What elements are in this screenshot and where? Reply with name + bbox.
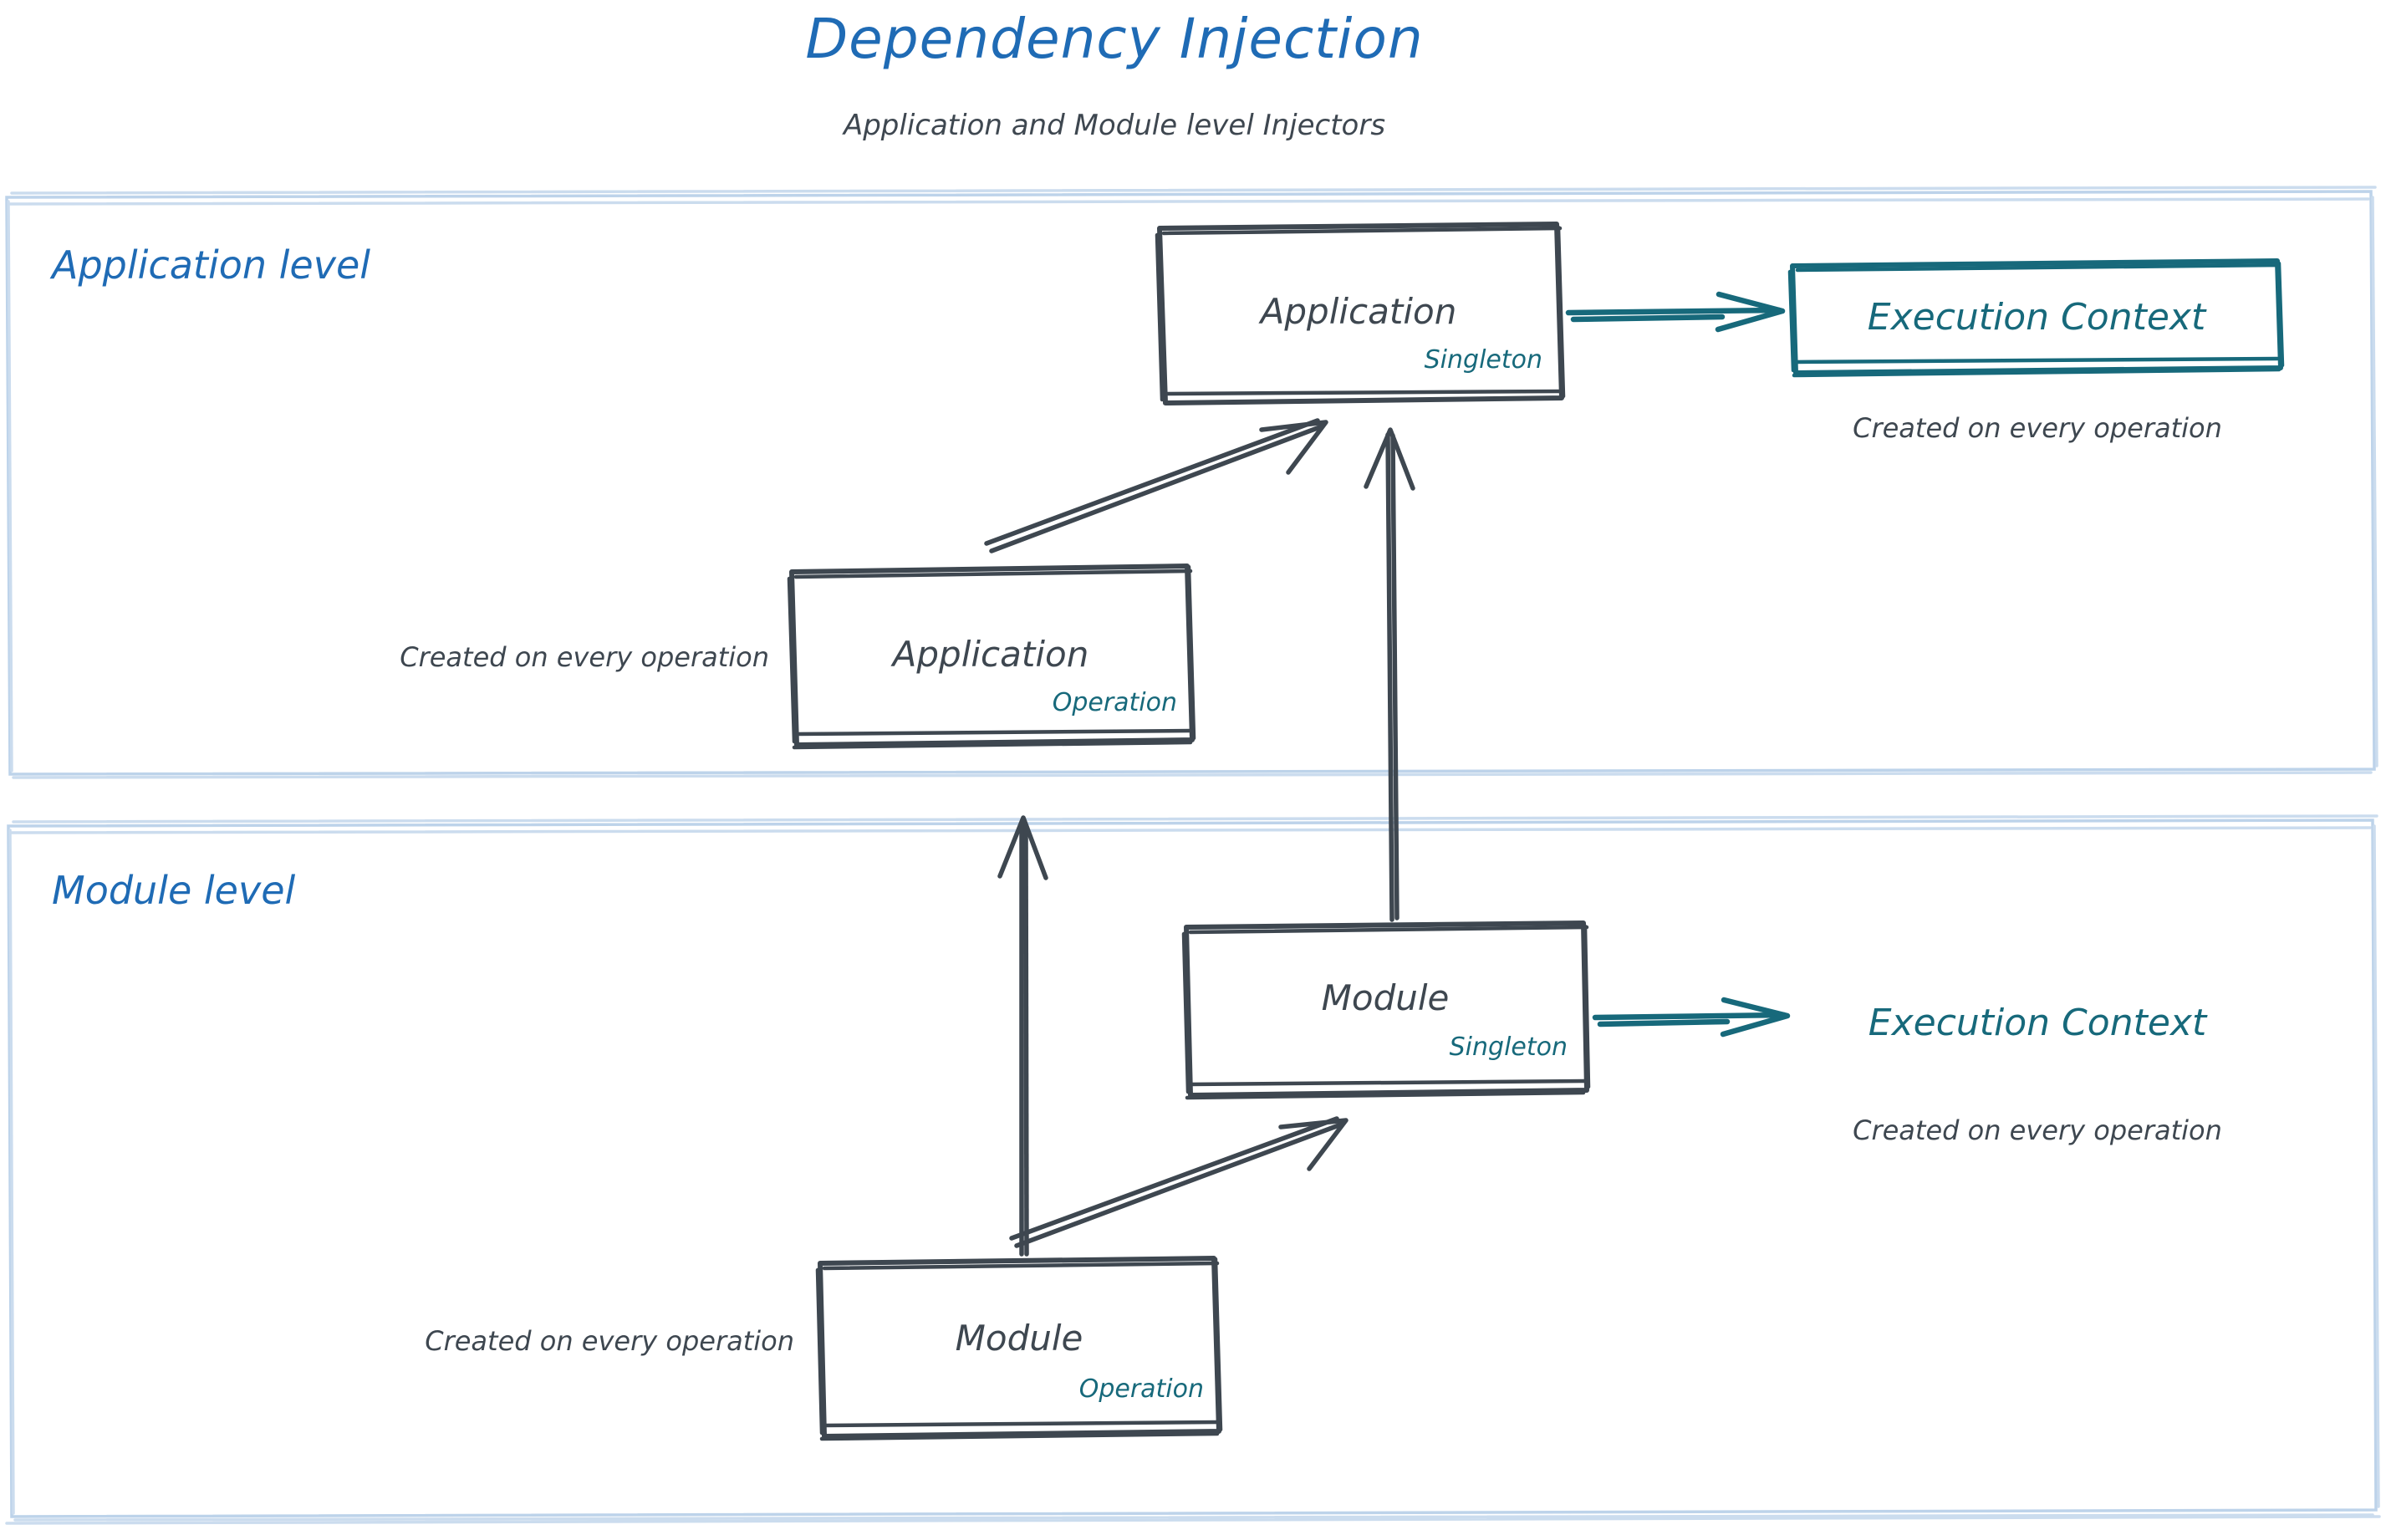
page-title: Dependency Injection <box>805 7 1424 71</box>
edge-app-singleton-to-exec-context <box>1565 291 1786 333</box>
panel-application-level-frame <box>5 186 2378 779</box>
note-application-operation: Created on every operation <box>400 641 769 673</box>
panel-label-module-level: Module level <box>52 868 296 913</box>
node-scope-application-singleton: Singleton <box>1424 345 1542 375</box>
node-box-application-operation[interactable] <box>787 563 1196 750</box>
node-scope-module-singleton: Singleton <box>1449 1033 1568 1062</box>
node-scope-application-operation: Operation <box>1052 688 1177 717</box>
panel-label-application-level: Application level <box>52 242 371 288</box>
note-application-execution-context: Created on every operation <box>1853 412 2222 444</box>
note-module-execution-context: Created on every operation <box>1853 1114 2222 1146</box>
edge-module-singleton-to-app-singleton <box>1364 427 1415 922</box>
node-box-application-execution-context[interactable] <box>1787 258 2285 378</box>
edge-app-operation-to-app-singleton <box>984 418 1328 553</box>
note-module-operation: Created on every operation <box>425 1325 794 1357</box>
node-label-application-execution-context: Execution Context <box>1867 296 2206 339</box>
panel-module-level-frame <box>5 814 2381 1525</box>
node-label-module-operation: Module <box>955 1318 1083 1359</box>
node-box-application-singleton[interactable] <box>1155 222 1566 405</box>
edge-module-operation-to-app-operation <box>997 815 1048 1257</box>
node-label-module-singleton: Module <box>1321 977 1450 1018</box>
node-label-application-singleton: Application <box>1260 291 1457 332</box>
edge-module-operation-to-module-singleton <box>1009 1116 1348 1248</box>
node-label-application-operation: Application <box>892 634 1089 675</box>
page-subtitle: Application and Module level Injectors <box>843 109 1386 142</box>
node-label-module-execution-context: Execution Context <box>1868 1002 2207 1044</box>
node-box-module-operation[interactable] <box>815 1256 1223 1441</box>
node-scope-module-operation: Operation <box>1078 1374 1204 1404</box>
node-box-module-singleton[interactable] <box>1181 920 1591 1100</box>
edge-module-singleton-to-exec-context <box>1592 997 1791 1038</box>
